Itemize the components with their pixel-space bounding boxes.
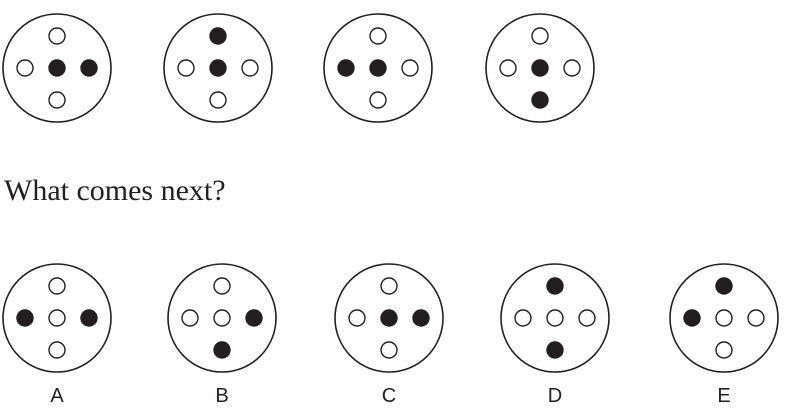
option-figure-d[interactable]: [500, 263, 610, 373]
dot-right-filled: [80, 59, 98, 77]
dot-right-empty: [563, 59, 581, 77]
dot-left-empty: [499, 59, 517, 77]
dot-bottom-empty: [48, 91, 66, 109]
dot-top-empty: [48, 277, 66, 295]
dot-right-empty: [241, 59, 259, 77]
dot-left-filled: [337, 59, 355, 77]
dot-center-empty: [213, 309, 231, 327]
dot-bottom-empty: [380, 341, 398, 359]
dot-bottom-empty: [715, 341, 733, 359]
dot-right-empty: [401, 59, 419, 77]
dot-bottom-empty: [209, 91, 227, 109]
dot-bottom-empty: [369, 91, 387, 109]
dot-center-filled: [369, 59, 387, 77]
question-text: What comes next?: [4, 174, 226, 207]
dot-left-empty: [177, 59, 195, 77]
option-label-a[interactable]: A: [50, 385, 64, 407]
sequence-figure-4: [485, 13, 595, 123]
option-figure-b[interactable]: [167, 263, 277, 373]
dot-center-empty: [546, 309, 564, 327]
dot-left-empty: [16, 59, 34, 77]
dot-bottom-filled: [546, 341, 564, 359]
dot-left-empty: [181, 309, 199, 327]
dot-top-filled: [546, 277, 564, 295]
dot-left-empty: [514, 309, 532, 327]
dot-center-empty: [715, 309, 733, 327]
dot-bottom-empty: [48, 341, 66, 359]
dot-right-empty: [578, 309, 596, 327]
dot-center-filled: [531, 59, 549, 77]
dot-bottom-filled: [531, 91, 549, 109]
option-label-c[interactable]: C: [381, 385, 397, 407]
options-row: [2, 263, 779, 373]
dot-top-filled: [209, 27, 227, 45]
option-label-b[interactable]: B: [215, 385, 229, 407]
dot-right-filled: [245, 309, 263, 327]
dot-bottom-filled: [213, 341, 231, 359]
option-figure-a[interactable]: [2, 263, 112, 373]
dot-top-empty: [213, 277, 231, 295]
dot-top-empty: [380, 277, 398, 295]
dot-center-filled: [380, 309, 398, 327]
dot-top-empty: [531, 27, 549, 45]
dot-top-empty: [369, 27, 387, 45]
dot-center-empty: [48, 309, 66, 327]
option-label-e[interactable]: E: [717, 385, 731, 407]
sequence-figure-1: [2, 13, 112, 123]
option-figure-c[interactable]: [334, 263, 444, 373]
dot-center-filled: [209, 59, 227, 77]
dot-top-filled: [715, 277, 733, 295]
dot-right-filled: [80, 309, 98, 327]
sequence-figure-2: [163, 13, 273, 123]
dot-right-empty: [747, 309, 765, 327]
option-figure-e[interactable]: [669, 263, 779, 373]
dot-left-empty: [348, 309, 366, 327]
sequence-row: [2, 13, 595, 123]
dot-left-filled: [16, 309, 34, 327]
option-label-d[interactable]: D: [547, 385, 563, 407]
dot-left-filled: [683, 309, 701, 327]
dot-right-filled: [412, 309, 430, 327]
dot-top-empty: [48, 27, 66, 45]
dot-center-filled: [48, 59, 66, 77]
sequence-figure-3: [323, 13, 433, 123]
